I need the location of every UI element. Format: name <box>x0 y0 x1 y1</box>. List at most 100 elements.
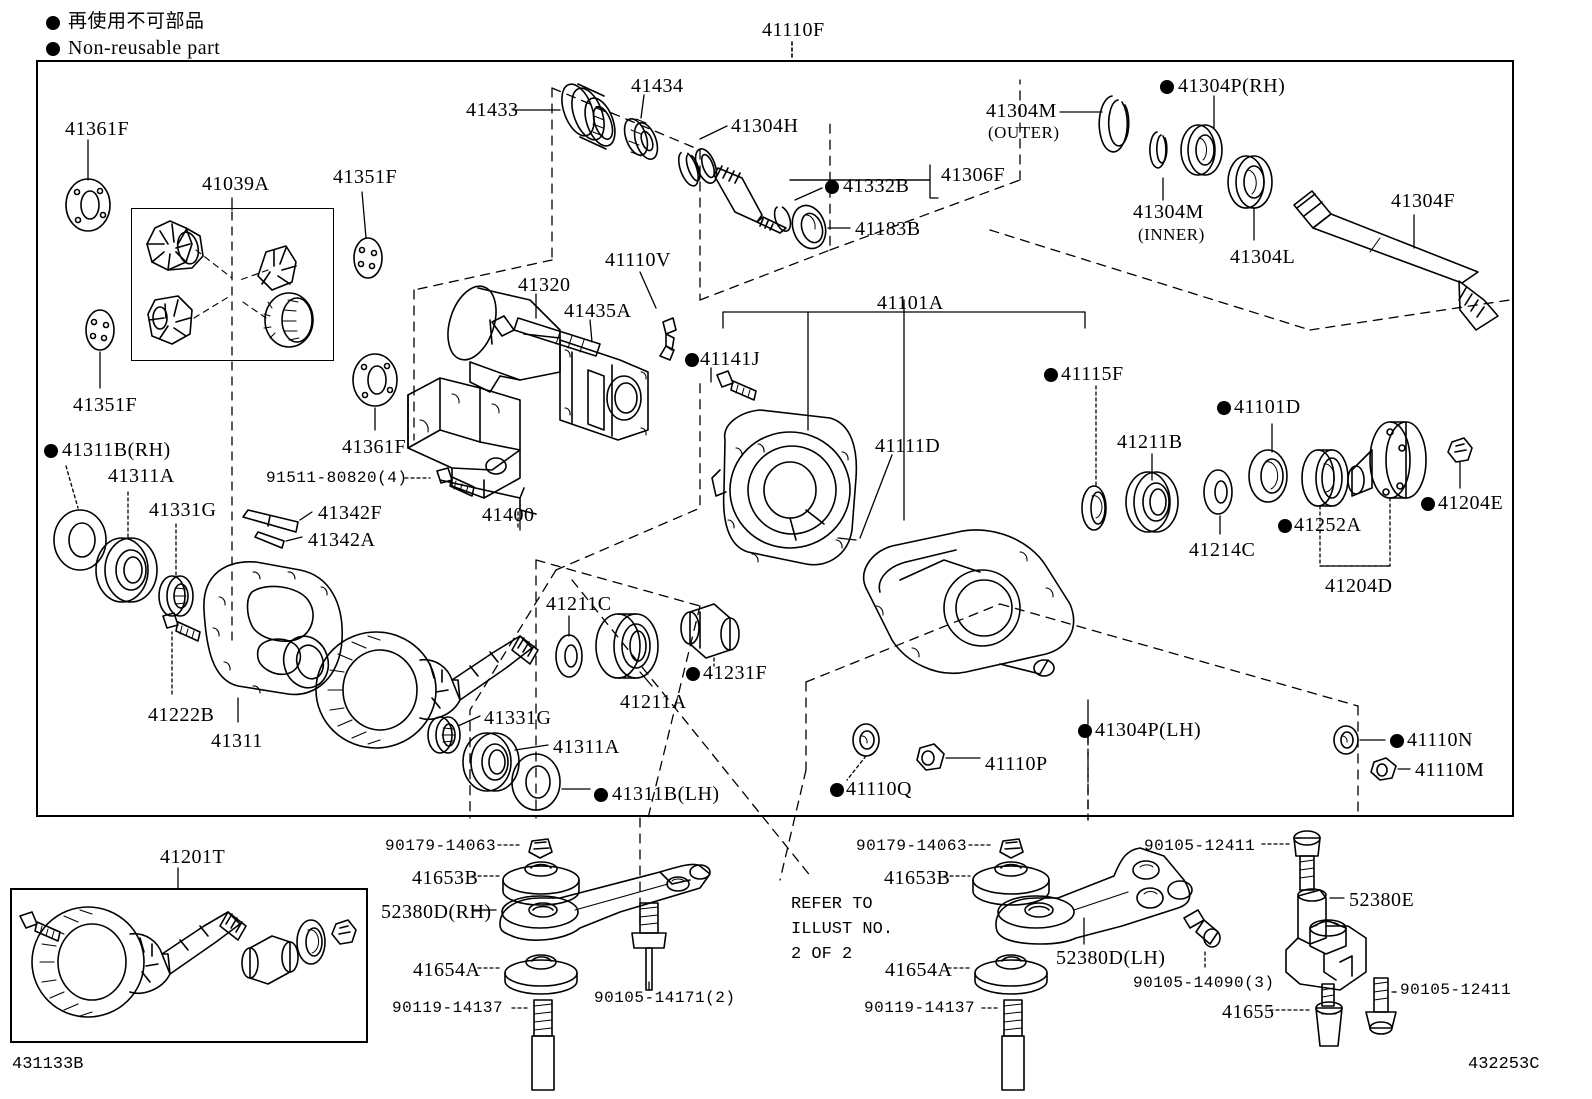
label-41304M-outer-1: 41304M <box>986 100 1057 122</box>
label-41183B: 41183B <box>855 218 921 240</box>
label-rh-bolt-long: 90119-14137 <box>392 999 504 1017</box>
label-41204D: 41204D <box>1325 575 1393 597</box>
label-41304P-RH: 41304P(RH) <box>1178 75 1286 97</box>
label-lh-cushion-upper: 41653B <box>884 867 951 889</box>
label-41342F: 41342F <box>318 502 383 524</box>
bullet-41304P-RH <box>1160 80 1174 94</box>
label-41400: 41400 <box>482 504 535 526</box>
label-lh-cushion-lower: 41654A <box>885 959 953 981</box>
legend-english: Non-reusable part <box>68 37 221 59</box>
label-41304L: 41304L <box>1230 246 1296 268</box>
label-41204E: 41204E <box>1438 492 1504 514</box>
label-41304F: 41304F <box>1391 190 1456 212</box>
knuckle-bolt-bottom <box>1365 977 1397 1035</box>
part-41655 <box>1315 1001 1343 1047</box>
label-41201T: 41201T <box>160 846 226 868</box>
label-41110P: 41110P <box>985 753 1048 775</box>
lh-arm-52380D <box>995 847 1193 945</box>
label-lh-arm: 52380D(LH) <box>1056 947 1166 969</box>
legend-bullet-en <box>46 42 60 56</box>
refer-note-line1: REFER TO <box>791 895 873 914</box>
knuckle-stud <box>1321 983 1335 1007</box>
label-41211C: 41211C <box>546 593 612 615</box>
rh-nut-90179 <box>528 838 553 859</box>
label-91511-80820: 91511-80820(4) <box>266 469 408 487</box>
label-rh-nut: 90179-14063 <box>385 837 497 855</box>
label-41361F-a: 41361F <box>65 118 130 140</box>
bullet-41332B <box>825 180 839 194</box>
lh-cushion-41654A <box>974 954 1048 995</box>
lh-bolt-90105-14090 <box>1183 909 1221 948</box>
bullet-41101D <box>1217 401 1231 415</box>
label-41110N: 41110N <box>1407 729 1473 751</box>
rh-bolt-90105 <box>631 902 667 991</box>
bullet-41115F <box>1044 368 1058 382</box>
label-41311A-b: 41311A <box>553 736 620 758</box>
label-41110M: 41110M <box>1415 759 1485 781</box>
label-lh-bolt-set: 90105-14090(3) <box>1133 974 1275 992</box>
lh-nut-90179 <box>999 838 1024 859</box>
top-assembly-label: 41110F <box>762 19 825 41</box>
bullet-41311B-RH <box>44 444 58 458</box>
label-41039A: 41039A <box>202 173 270 195</box>
label-41435A: 41435A <box>564 300 632 322</box>
label-rh-bolt-short: 90105-14171(2) <box>594 989 736 1007</box>
label-41311B-RH: 41311B(RH) <box>62 439 171 461</box>
label-41331G-a: 41331G <box>149 499 217 521</box>
label-41332B: 41332B <box>843 175 910 197</box>
label-rh-arm: 52380D(RH) <box>381 901 492 923</box>
label-41331G-b: 41331G <box>484 707 552 729</box>
label-knuckle-support: 52380E <box>1349 889 1415 911</box>
label-41211A: 41211A <box>620 691 687 713</box>
label-lh-bolt-long: 90119-14137 <box>864 999 976 1017</box>
label-41231F: 41231F <box>703 662 768 684</box>
rh-cushion-41654A <box>504 954 578 995</box>
label-41141J: 41141J <box>700 348 761 370</box>
label-41361F-b: 41361F <box>342 436 407 458</box>
bullet-41141J <box>685 353 699 367</box>
knuckle-bolt-top <box>1293 830 1321 891</box>
label-41434: 41434 <box>631 75 684 97</box>
label-41304M-outer-2: (OUTER) <box>988 123 1060 142</box>
label-41304H: 41304H <box>731 115 799 137</box>
rh-arm-52380D <box>499 863 711 941</box>
lh-bolt-90119 <box>1001 999 1025 1091</box>
legend-japanese: 再使用不可部品 <box>68 10 205 32</box>
label-41304M-inner-2: (INNER) <box>1138 225 1205 244</box>
rh-bolt-90119 <box>531 999 555 1091</box>
label-41222B: 41222B <box>148 704 215 726</box>
label-knuckle-boot: 41655 <box>1222 1001 1275 1023</box>
diff-gear-kit-box <box>131 208 334 361</box>
label-41306F: 41306F <box>941 164 1006 186</box>
label-knuckle-bolt-top: 90105-12411 <box>1144 837 1256 855</box>
label-41320: 41320 <box>518 274 571 296</box>
bullet-41204E <box>1421 497 1435 511</box>
label-41101A: 41101A <box>877 292 944 314</box>
lh-cushion-41653B <box>972 861 1050 906</box>
refer-note-line2: ILLUST NO. <box>791 920 894 939</box>
label-41214C: 41214C <box>1189 539 1256 561</box>
bullet-41110N <box>1390 734 1404 748</box>
bullet-41231F <box>686 667 700 681</box>
label-lh-nut: 90179-14063 <box>856 837 968 855</box>
label-41342A: 41342A <box>308 529 376 551</box>
label-41110Q: 41110Q <box>846 778 912 800</box>
bullet-41110Q <box>830 783 844 797</box>
label-41115F: 41115F <box>1061 363 1124 385</box>
refer-note-line3: 2 OF 2 <box>791 945 853 964</box>
label-41304P-LH: 41304P(LH) <box>1095 719 1202 741</box>
label-41311B-LH: 41311B(LH) <box>612 783 720 805</box>
label-41311: 41311 <box>211 730 263 752</box>
label-41304M-inner-1: 41304M <box>1133 201 1204 223</box>
label-41111D: 41111D <box>875 435 941 457</box>
label-41110V: 41110V <box>605 249 671 271</box>
bullet-41311B-LH <box>594 788 608 802</box>
footer-right-code: 432253C <box>1468 1055 1540 1074</box>
label-41433: 41433 <box>466 99 519 121</box>
label-rh-cushion-upper: 41653B <box>412 867 479 889</box>
label-41252A: 41252A <box>1294 514 1362 536</box>
label-knuckle-bolt-bottom: 90105-12411 <box>1400 981 1512 999</box>
label-41351F-b: 41351F <box>73 394 138 416</box>
footer-left-code: 431133B <box>12 1055 84 1074</box>
label-41351F-a: 41351F <box>333 166 398 188</box>
